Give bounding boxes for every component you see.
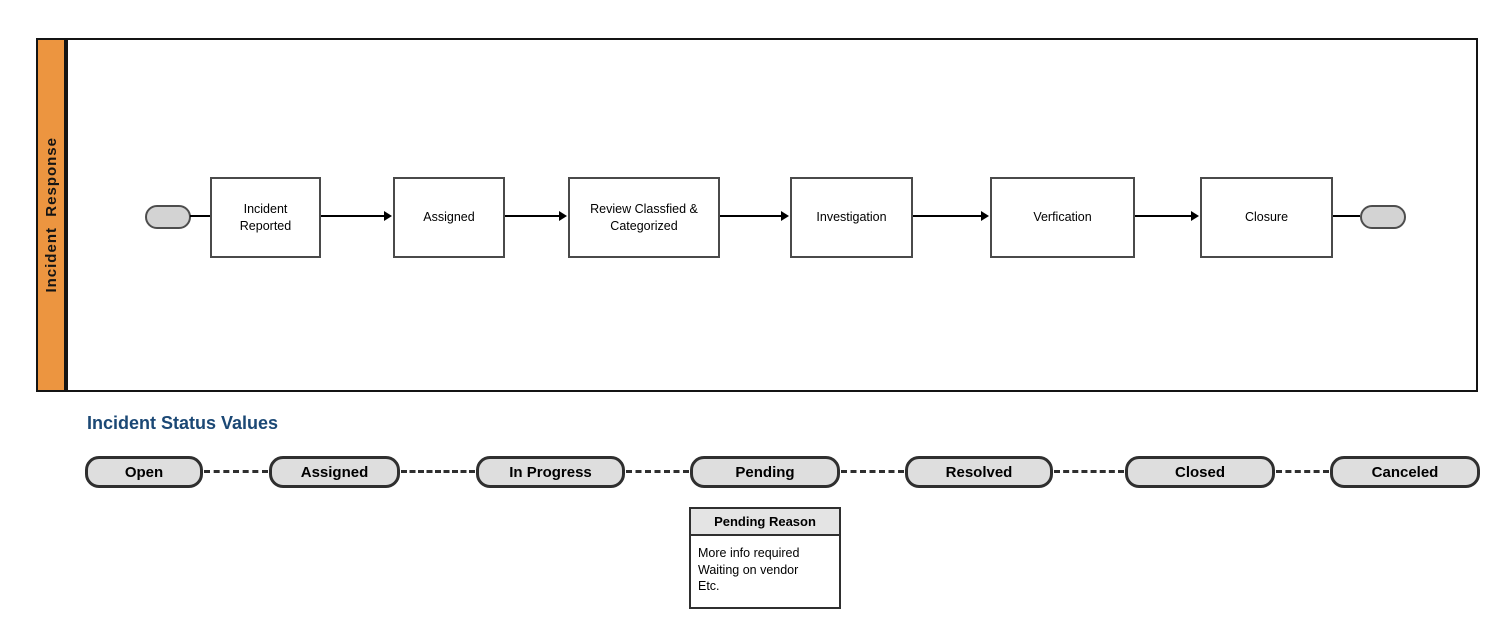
pending-reason-line: Waiting on vendor <box>698 562 799 577</box>
status-pill-canceled: Canceled <box>1330 456 1480 488</box>
status-connector-dashed-3 <box>626 470 689 473</box>
pending-reason-body: More info required Waiting on vendor Etc… <box>691 536 839 607</box>
flow-step-closure: Closure <box>1200 177 1333 258</box>
status-connector-dashed-1 <box>204 470 268 473</box>
flow-connector-4 <box>913 211 989 221</box>
flow-connector-5 <box>1135 211 1199 221</box>
status-connector-dashed-6 <box>1276 470 1329 473</box>
arrowhead-icon <box>981 211 989 221</box>
pending-reason-line: Etc. <box>698 579 720 593</box>
status-connector-dashed-4 <box>841 470 904 473</box>
flow-step-investigation: Investigation <box>790 177 913 258</box>
swimlane-label: Incident Response <box>42 137 60 293</box>
pending-reason-title: Pending Reason <box>691 509 839 536</box>
flow-connector-3 <box>720 211 789 221</box>
start-terminator <box>145 205 191 229</box>
status-pill-open: Open <box>85 456 203 488</box>
arrowhead-icon <box>1191 211 1199 221</box>
flow-step-verification: Verfication <box>990 177 1135 258</box>
status-pill-in-progress: In Progress <box>476 456 625 488</box>
pending-reason-line: More info required <box>698 546 800 560</box>
status-pill-assigned: Assigned <box>269 456 400 488</box>
swimlane-band: Incident Response <box>36 38 66 392</box>
flow-connector-1 <box>321 211 392 221</box>
arrowhead-icon <box>384 211 392 221</box>
status-pill-resolved: Resolved <box>905 456 1053 488</box>
connector-line-start <box>190 215 210 217</box>
pending-reason-box: Pending Reason More info required Waitin… <box>689 507 841 609</box>
connector-line-end <box>1333 215 1360 217</box>
status-connector-dashed-5 <box>1054 470 1124 473</box>
flow-step-incident-reported: Incident Reported <box>210 177 321 258</box>
status-section-title: Incident Status Values <box>87 413 279 433</box>
end-terminator <box>1360 205 1406 229</box>
arrowhead-icon <box>781 211 789 221</box>
status-pill-closed: Closed <box>1125 456 1275 488</box>
flow-connector-2 <box>505 211 567 221</box>
flow-step-assigned: Assigned <box>393 177 505 258</box>
flow-step-review-classified: Review Classfied & Categorized <box>568 177 720 258</box>
status-connector-dashed-2 <box>401 470 475 473</box>
status-pill-pending: Pending <box>690 456 840 488</box>
arrowhead-icon <box>559 211 567 221</box>
